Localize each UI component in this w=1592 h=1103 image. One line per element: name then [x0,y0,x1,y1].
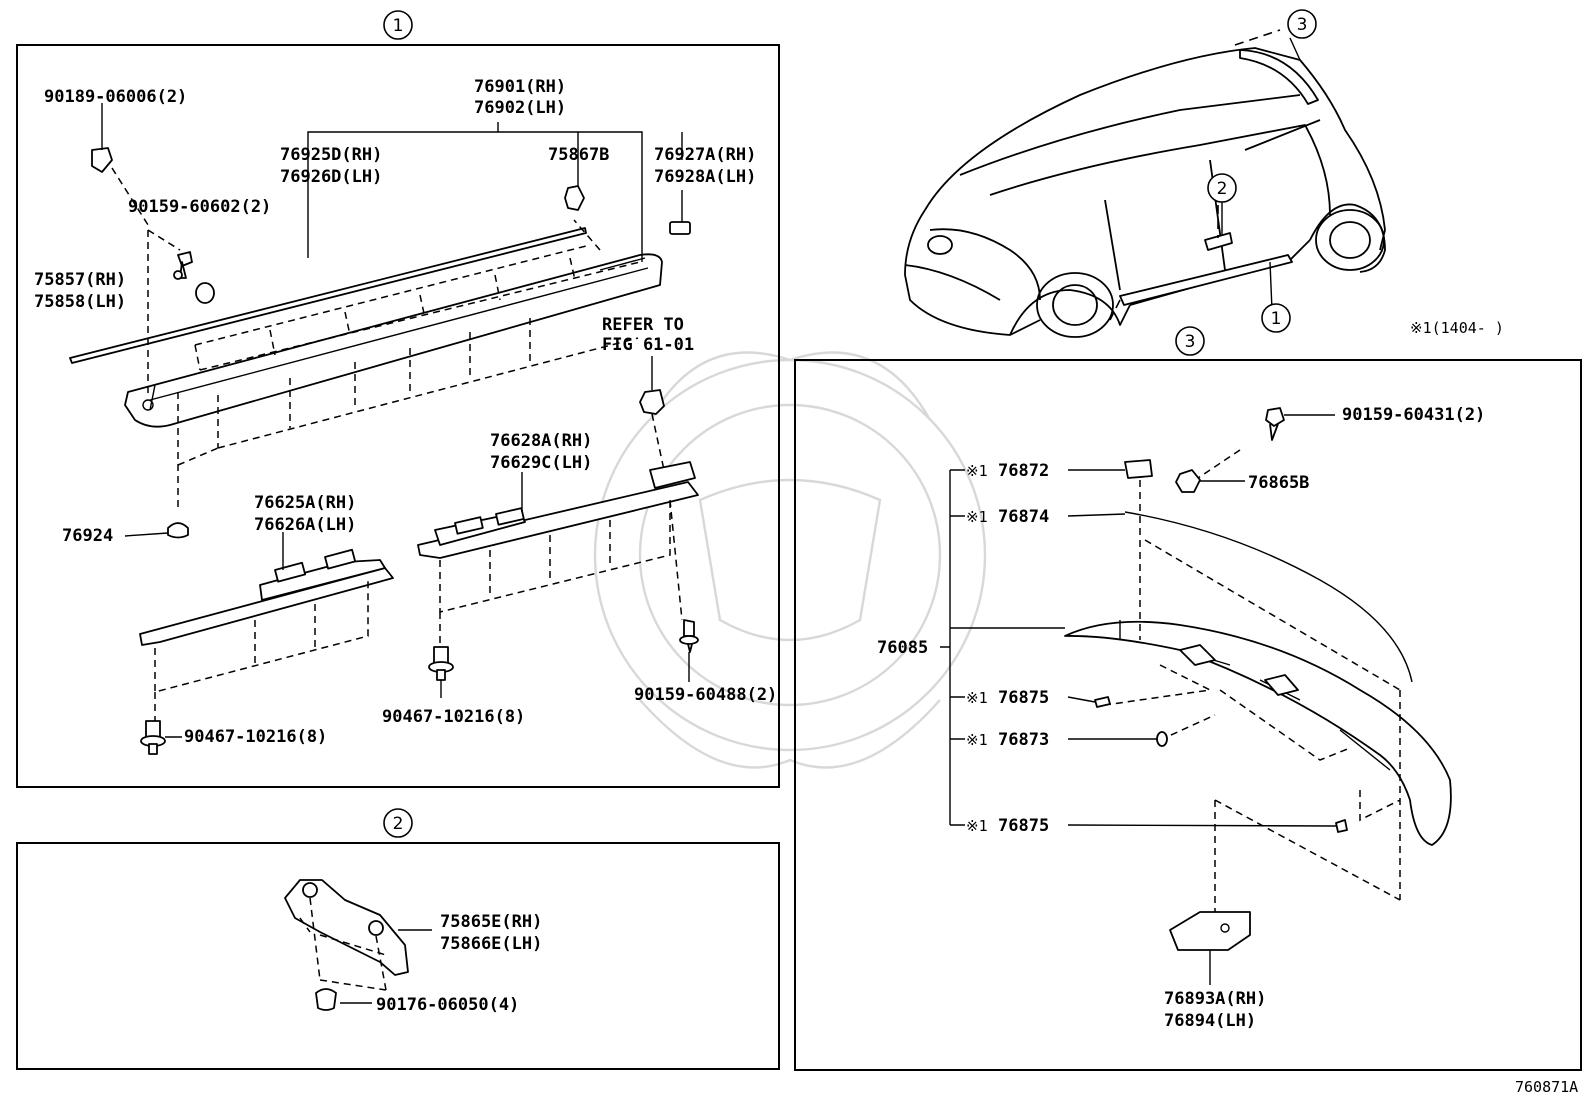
spoiler-76085-part [1064,620,1452,846]
svg-text:※1: ※1 [966,508,988,526]
clip-refer-part [639,389,665,415]
svg-text:1: 1 [393,16,404,36]
svg-text:1: 1 [1271,309,1282,329]
panel-1-frame [16,44,780,788]
clip-76873-part [1156,731,1168,747]
label-76925D: 76925D(RH) [280,145,382,165]
label-90159-60602: 90159-60602(2) [128,197,271,217]
clip-90189-part [91,147,113,173]
seal-76874-part [1124,511,1413,683]
watermark-emblem [593,351,987,769]
clip-76865B-part [1175,469,1201,493]
clip-76875-upper-part [1094,696,1111,708]
car-illustration [904,29,1386,338]
pad-76872-part [1124,459,1153,479]
label-76629C: 76629C(LH) [490,453,592,473]
callout-3-car: 3 [1287,9,1317,39]
clip-76875-lower-part [1335,819,1348,833]
rocker-moulding-part [124,253,663,428]
svg-text:2: 2 [1217,179,1228,199]
weatherstrip-part [69,227,587,364]
label-76893A: 76893A(RH) [1164,989,1266,1009]
svg-text:76875: 76875 [998,688,1049,708]
label-75858: 75858(LH) [34,292,126,312]
label-76875-lower: ※1 76875 [966,816,1049,836]
label-76625A: 76625A(RH) [254,493,356,513]
callout-1-car: 1 [1261,303,1291,333]
clip-90176-part [315,988,337,1011]
svg-text:2: 2 [393,814,404,834]
callout-1-top: 1 [383,10,413,40]
clip-75867B-part [564,185,585,211]
figure-id: 760871A [1515,1078,1578,1096]
svg-text:76874: 76874 [998,507,1049,527]
label-76902: 76902(LH) [474,98,566,118]
label-76894: 76894(LH) [1164,1011,1256,1031]
svg-text:76872: 76872 [998,461,1049,481]
svg-text:3: 3 [1185,332,1196,352]
panel-2-labels: 75865E(RH) 75866E(LH) 90176-06050(4) [376,912,542,1015]
bolt-90467-left-part [140,720,166,755]
bracket-76628A-part [417,481,699,559]
bracket-76893A-part [1169,911,1251,951]
label-76865B: 76865B [1248,473,1309,493]
svg-text:3: 3 [1297,15,1308,35]
panel-3-frame [794,359,1582,1071]
panel-2-frame [16,842,780,1070]
label-75857: 75857(RH) [34,270,126,290]
label-90467-middle: 90467-10216(8) [382,707,525,727]
screw-90159-60431-part [1265,407,1285,441]
label-76874: ※1 76874 [966,507,1049,527]
label-75866E: 75866E(LH) [440,934,542,954]
label-76872: ※1 76872 [966,461,1049,481]
svg-text:※1: ※1 [966,689,988,707]
screw-90159-60602-part [177,251,193,279]
label-75867B: 75867B [548,145,609,165]
label-76928A: 76928A(LH) [654,167,756,187]
bolt-90467-middle-part [428,646,454,681]
label-76085: 76085 [877,638,928,658]
label-90189: 90189-06006(2) [44,87,187,107]
clip-76927A-part [669,221,691,235]
label-90467-left: 90467-10216(8) [184,727,327,747]
label-90176: 90176-06050(4) [376,995,519,1015]
callout-2-top: 2 [383,808,413,838]
label-76926D: 76926D(LH) [280,167,382,187]
label-refer-fig: FIG 61-01 [602,335,694,355]
label-75865E: 75865E(RH) [440,912,542,932]
callout-3-top: 3 [1175,326,1205,356]
label-76924: 76924 [62,526,113,546]
svg-text:76873: 76873 [998,730,1049,750]
clip-75857-part [195,282,215,304]
label-76901: 76901(RH) [474,77,566,97]
svg-text:※1: ※1 [966,817,988,835]
label-90159-60431: 90159-60431(2) [1342,405,1485,425]
footnote-1404: ※1(1404- ) [1410,319,1504,337]
label-refer-to: REFER TO [602,315,684,335]
label-76873: ※1 76873 [966,730,1049,750]
svg-text:※1: ※1 [966,462,988,480]
grommet-76924-part [167,522,189,539]
label-90159-60488: 90159-60488(2) [634,685,777,705]
svg-text:76875: 76875 [998,816,1049,836]
label-76626A: 76626A(LH) [254,515,356,535]
label-76628A: 76628A(RH) [490,431,592,451]
panel-3-labels: 90159-60431(2) ※1 76872 76865B ※1 76874 … [877,405,1485,1031]
svg-text:※1: ※1 [966,731,988,749]
bracket-76625A-part [139,567,394,646]
panel-1-labels: 76901(RH) 76902(LH) 76925D(RH) 76926D(LH… [34,77,777,747]
callout-2-car: 2 [1207,173,1237,203]
guard-75865E-part [284,879,409,976]
car-callouts: 3 2 1 [1207,9,1317,333]
label-76927A: 76927A(RH) [654,145,756,165]
label-76875-upper: ※1 76875 [966,688,1049,708]
